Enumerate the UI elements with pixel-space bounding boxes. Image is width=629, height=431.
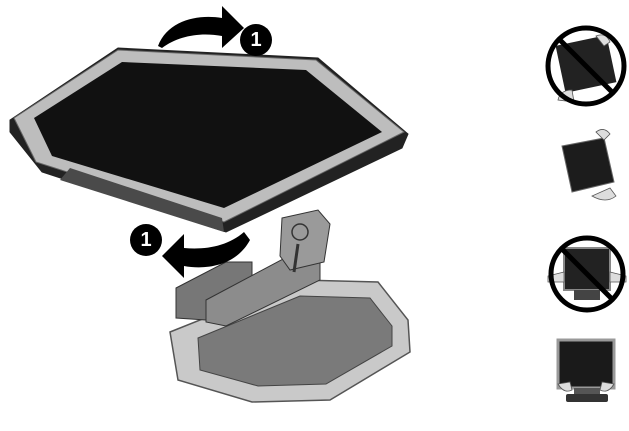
correct-monitor-upright-icon (558, 340, 614, 402)
curved-arrow-right-icon (158, 6, 244, 48)
step-number-badge: 1 (240, 24, 272, 56)
monitor-panel (10, 48, 408, 232)
step-number-badge: 1 (130, 224, 162, 256)
correct-hands-grip-icon (562, 129, 616, 200)
prohibited-hands-grip-sides-icon (548, 238, 626, 310)
prohibited-hands-grip-top-icon (548, 28, 624, 104)
